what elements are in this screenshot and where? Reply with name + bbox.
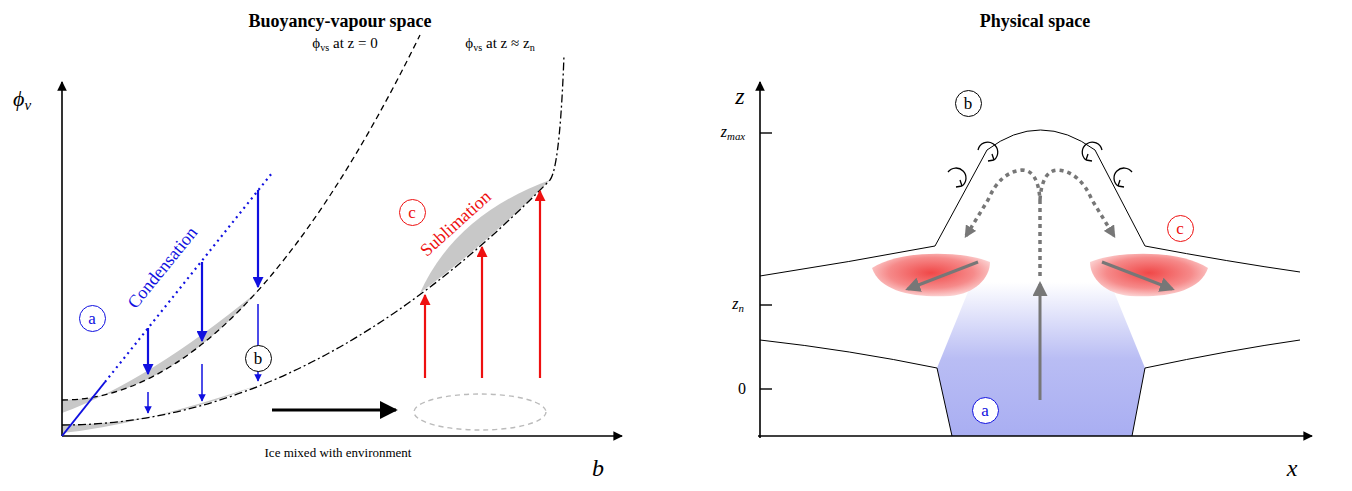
tick-label: zn [732, 295, 744, 315]
callout-letter: c [408, 204, 416, 221]
curve-label: ϕvs at z = 0 [312, 35, 377, 53]
callout-circle: c [399, 199, 426, 226]
panel-title: Physical space [980, 12, 1091, 32]
callout-circle: c [1167, 215, 1194, 242]
process-label: Condensation [124, 223, 202, 312]
callout-letter: b [964, 95, 973, 112]
panel-title: Buoyancy-vapour space [248, 12, 431, 32]
callout-letter: a [981, 402, 989, 419]
callout-letter: b [254, 350, 263, 367]
axis-label: z [735, 83, 744, 109]
curve-label: ϕvs at z ≈ zn [465, 35, 534, 53]
callout-circle: b [955, 90, 982, 117]
callout-circle: a [972, 397, 999, 424]
callout-circle: b [245, 345, 272, 372]
callout-letter: a [88, 310, 96, 327]
tick-label: 0 [738, 380, 746, 398]
axis-label: b [592, 455, 604, 481]
axis-label: x [1287, 455, 1298, 481]
tick-label: zmax [721, 123, 745, 143]
axis-label: ϕv [13, 87, 31, 114]
callout-circle: a [79, 305, 106, 332]
callout-letter: c [1176, 220, 1184, 237]
axis-note: Ice mixed with environment [265, 446, 412, 460]
